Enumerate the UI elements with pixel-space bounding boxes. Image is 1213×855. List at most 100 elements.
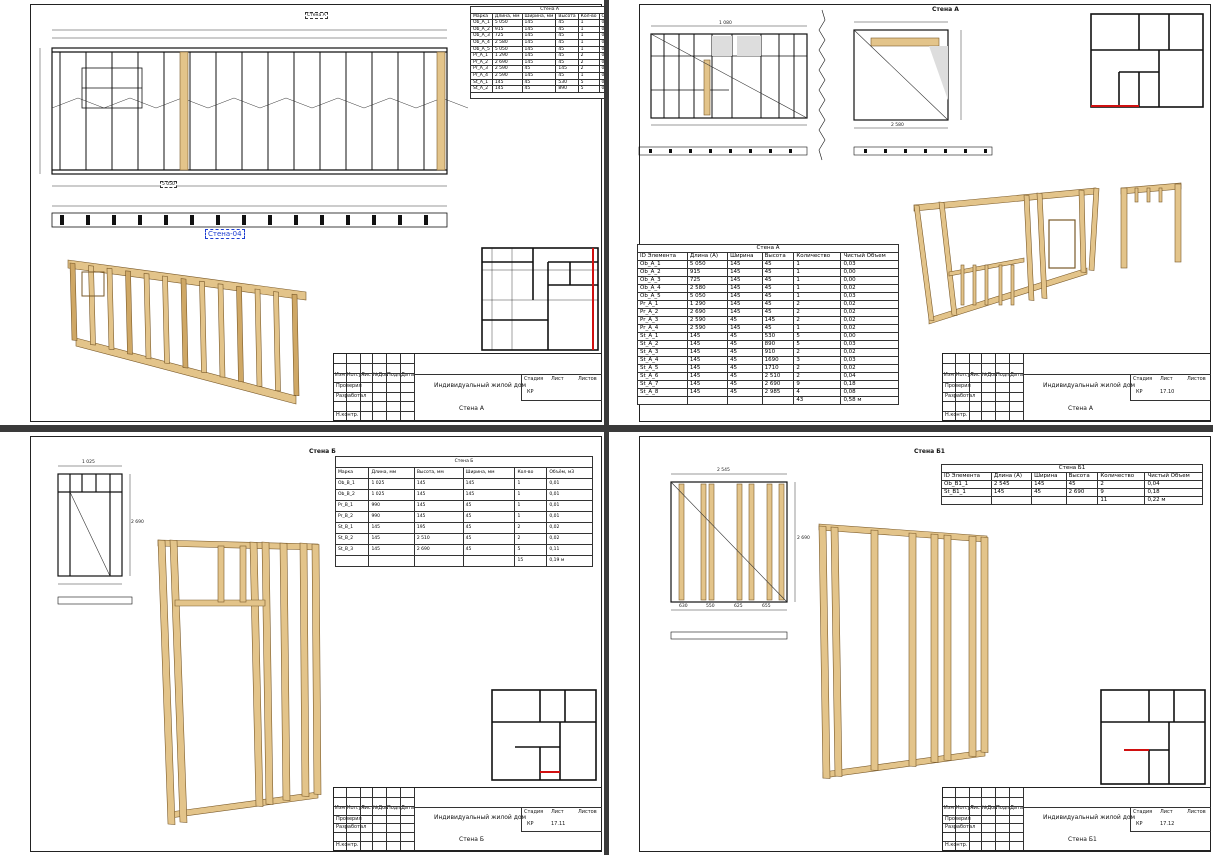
table-cell: 145 [491,85,523,93]
table-cell: Ob_A_2 [470,25,493,34]
table-cell: 0,02 [546,522,593,534]
stamp-col-label: №Док [982,804,998,811]
stage-value: КР [1136,388,1143,395]
column-header: Длина (А) [990,472,1033,481]
stamp-role: Проверил [336,815,362,822]
table-cell: St_A_3 [637,348,688,357]
table-cell: 0,18 [840,380,899,389]
table-cell: 145 [462,489,516,501]
stamp-role: Проверил [945,383,971,390]
table-cell: 2 [793,372,842,381]
stamp-col-label: Подп [387,804,401,811]
table-cell: 2 590 [491,65,523,73]
table-cell: Pr_A_3 [637,316,688,325]
table-cell: 145 [686,364,729,373]
table-cell: 5 [793,340,842,349]
column-header: Длина, мм [368,467,415,479]
table-total: 0,58 м3 [469,91,604,100]
column-header: Высота [761,252,795,261]
table-cell: 0,02 [546,533,593,545]
table-cell: 145 [555,65,579,73]
table-cell: 2 690 [761,380,795,389]
column-header: Высота, мм [413,467,464,479]
stamp-col-label: №Док [373,804,389,811]
column-header: Марка [334,467,370,479]
stamp-col-label: Подп [996,804,1010,811]
table-cell: 0,02 [840,316,899,325]
table-cell: 2 [793,300,842,309]
table-cell [462,555,516,567]
stage-value: КР [527,388,534,395]
object-name: Индивидуальный жилой дом [434,381,527,389]
table-cell: 45 [761,308,795,317]
wall-a-elevation [39,29,599,405]
sheet-name: Стена А [1068,405,1093,413]
table-cell: 1 [514,478,548,490]
table-cell: 1 [577,32,600,40]
table-cell: 145 [413,500,464,512]
table-cell: 0,02 [840,284,899,293]
table-cell: 145 [727,300,763,309]
table-cell: Ob_A_3 [637,276,688,285]
table-cell: 145 [368,522,415,534]
table-cell: 0,22 м [1144,496,1203,505]
stamp-col-label: Лист [361,371,374,378]
table-cell: 0,01 [598,25,604,34]
stamp-role: Проверил [336,383,362,390]
table-cell: 2 [577,52,600,60]
table-cell: 1 [577,19,600,27]
column-header: Ширина [727,252,763,261]
table-cell: 0,01 [546,489,593,501]
stage-value: КР [1136,820,1143,827]
table-cell: 0,00 [598,32,604,40]
stamp-col-label: Лист [970,371,983,378]
table-cell: 145 [521,38,557,47]
stamp-head-label: Лист [1160,376,1173,383]
table-cell: 915 [686,268,729,277]
sheet-wall-b1: Стена Б1 2 545 2 690 630 550 625 655 Сте… [609,432,1213,855]
width-dimension: 2 545 [717,468,730,473]
table-cell: 0,02 [598,65,604,73]
stamp-head-label: Листов [578,376,597,383]
table-cell: 43 [793,396,842,405]
table-cell: 1 290 [491,52,523,60]
table-title: Стена А [469,6,604,14]
stamp-head-label: Стадия [524,376,544,383]
table-cell: 145 [761,316,795,325]
table-cell: 890 [761,340,795,349]
table-cell: 910 [761,348,795,357]
table-cell: 145 [521,71,557,80]
sheet-number: 17.11 [551,820,566,827]
table-cell: 45 [555,52,579,60]
stamp-col-label: Кол.уч [347,804,365,811]
sheet-title-tag: Стена А [305,12,328,19]
wall-a-drawings [638,9,1204,325]
table-cell: 1 [793,324,842,333]
drawing-frame [639,436,1211,852]
table-cell: St_A_6 [637,372,688,381]
table-cell: 0,02 [840,308,899,317]
table-cell: 0,03 [840,292,899,301]
stamp-head-label: Листов [1187,376,1206,383]
dimension-right: 2 580 [891,123,904,128]
table-cell: 725 [491,32,523,40]
table-cell: Pr_B_1 [334,500,370,512]
table-cell: 0,58 м [840,396,899,405]
column-header: Длина (А) [686,252,729,261]
sheet-name: Стена А [459,405,484,413]
table-cell: 1 [577,38,600,47]
table-cell: St_B_3 [334,544,370,556]
table-cell: Pr_A_1 [470,52,493,60]
